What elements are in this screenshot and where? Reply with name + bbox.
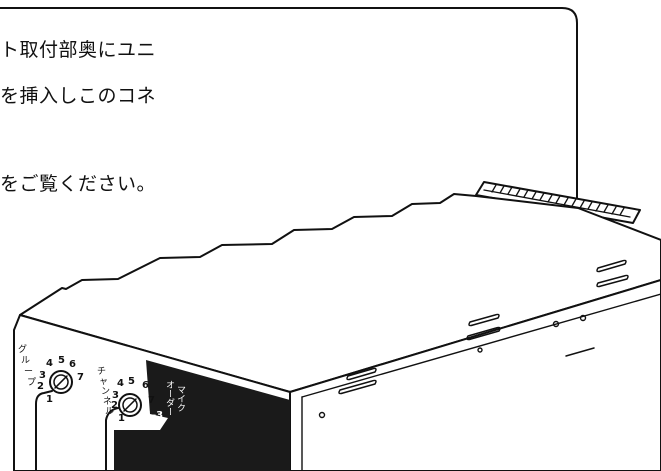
channel-label: チ ャ ン ネ ル (97, 366, 114, 417)
top-mount-tabs (338, 259, 629, 395)
svg-text:ル: ル (105, 407, 114, 417)
screw-holes (318, 314, 587, 419)
svg-text:6: 6 (69, 359, 76, 370)
panel-label-line1: マイク (175, 385, 186, 412)
mode-4-6: 4-6 (143, 421, 161, 432)
svg-text:ー: ー (24, 367, 33, 377)
svg-text:3: 3 (39, 370, 46, 381)
mode-s: S (131, 420, 138, 431)
label-panel (114, 360, 290, 471)
svg-text:3: 3 (112, 390, 119, 401)
svg-text:1: 1 (46, 394, 53, 405)
caption-line-1: ト取付部奥にユニ (0, 39, 157, 61)
leader-line-group (35, 390, 53, 471)
channel-dial-knob (118, 393, 142, 417)
svg-text:プ: プ (27, 377, 36, 388)
mode-1-3: 1-3 (145, 410, 163, 421)
caption-line-2: を挿入しこのコネ (0, 85, 157, 107)
svg-text:5: 5 (128, 376, 135, 387)
svg-text:4: 4 (117, 378, 124, 389)
svg-text:6: 6 (142, 380, 149, 391)
group-dial-numbers: 4 5 6 7 3 2 1 (37, 355, 84, 405)
svg-text:ン: ン (101, 387, 110, 397)
group-label: グ ル ー プ (18, 343, 36, 388)
svg-text:ネ: ネ (103, 396, 112, 407)
svg-text:2: 2 (111, 400, 118, 411)
channel-dial-numbers: 4 5 6 7 3 2 1 (111, 376, 155, 424)
svg-text:ル: ル (21, 356, 30, 366)
svg-text:グ: グ (18, 343, 27, 355)
leader-line-channel (105, 407, 119, 471)
svg-text:7: 7 (77, 372, 84, 383)
svg-text:5: 5 (58, 355, 65, 366)
top-face (19, 193, 661, 393)
panel-label: マイク オーダー (164, 380, 186, 416)
svg-text:7: 7 (148, 395, 155, 406)
callout-frame (0, 7, 578, 213)
mode-labels: 1-3 S 4-6 (131, 410, 163, 432)
edge-connector (475, 181, 641, 224)
svg-text:チ: チ (97, 366, 106, 377)
group-dial-knob (49, 370, 73, 394)
panel-label-line2: オーダー (164, 380, 175, 416)
svg-text:ャ: ャ (99, 377, 108, 387)
svg-text:1: 1 (118, 413, 125, 424)
svg-text:4: 4 (46, 358, 53, 369)
caption-line-3: をご覧ください。 (0, 173, 157, 195)
svg-text:2: 2 (37, 381, 44, 392)
